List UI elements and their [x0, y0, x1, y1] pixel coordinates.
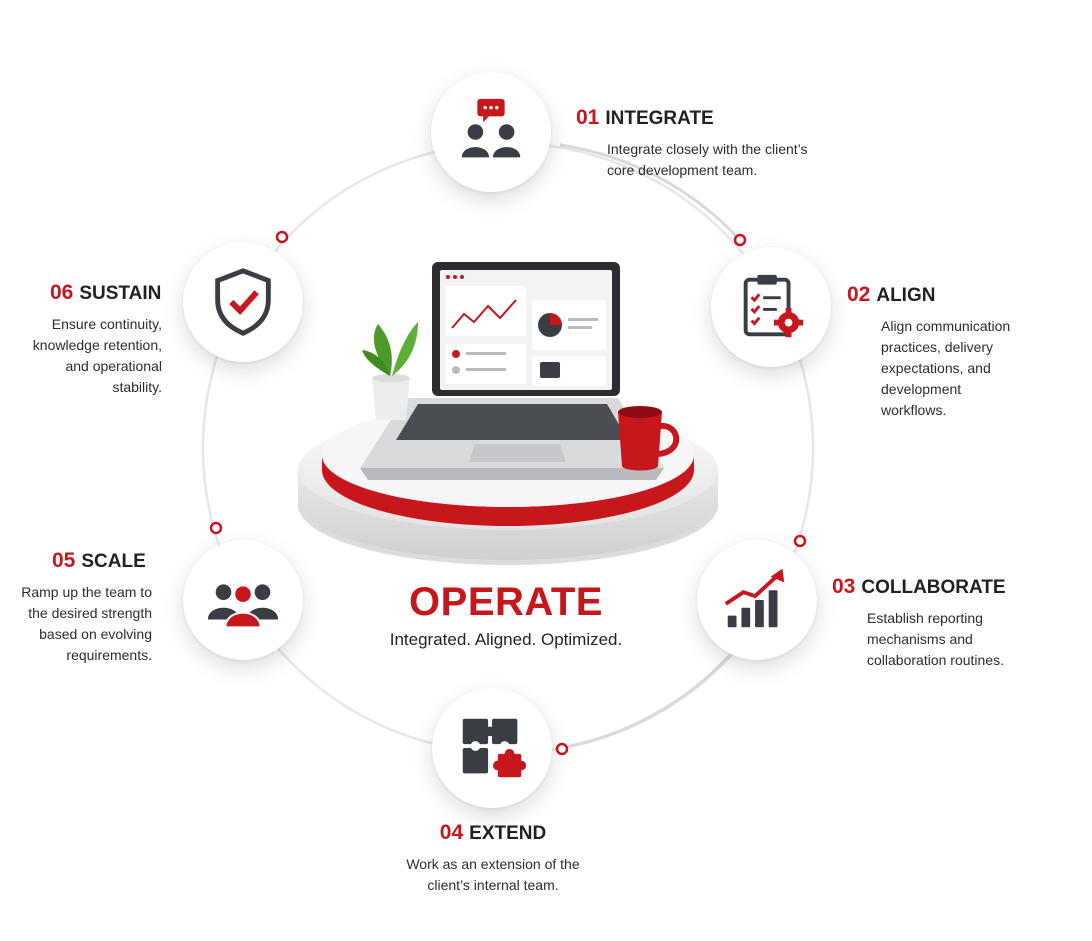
step-04-title: EXTEND [469, 823, 547, 844]
ring-arc-collaborate-extend [559, 653, 732, 750]
step-06-number: 06 [50, 281, 74, 304]
step-02-node [711, 247, 831, 367]
center-subtitle: Integrated. Aligned. Optimized. [389, 630, 623, 649]
group-icon [207, 584, 279, 629]
step-01-number: 01 [576, 106, 600, 129]
shield-check-icon [215, 268, 271, 336]
step-06-description: Ensure continuity, knowledge retention, … [32, 316, 162, 395]
step-02-number: 02 [847, 283, 871, 306]
step-05-node [183, 540, 303, 660]
center-title: OPERATE [409, 580, 603, 624]
step-03-number: 03 [832, 575, 856, 598]
step-01-node [431, 72, 551, 192]
step-04-number: 04 [439, 821, 464, 844]
step-06-node [183, 242, 303, 362]
ring-marker-5 [275, 230, 289, 244]
step-03-title: COLLABORATE [861, 577, 1006, 598]
ring-marker-3 [555, 742, 569, 756]
step-05-description: Ramp up the team to the desired strength… [21, 584, 152, 663]
step-04-description: Work as an extension of the client’s int… [406, 856, 580, 893]
step-02-title: ALIGN [876, 285, 936, 306]
step-02-description: Align communication practices, delivery … [881, 318, 1011, 418]
ring-arc-integrate-align [559, 143, 742, 242]
step-06-title: SUSTAIN [79, 283, 162, 304]
team-chat-icon [461, 98, 521, 158]
ring-marker-4 [209, 521, 223, 535]
clipboard-gear-icon [743, 274, 804, 338]
growth-chart-icon [724, 568, 785, 628]
step-01-title: INTEGRATE [605, 108, 714, 129]
step-05-title: SCALE [81, 551, 146, 572]
step-04-node [432, 688, 552, 808]
step-03-node [697, 540, 817, 660]
step-01-description: Integrate closely with the client’s core… [607, 141, 808, 178]
ring-marker-1 [733, 233, 747, 247]
puzzle-icon [462, 718, 527, 778]
step-03-description: Establish reporting mechanisms and colla… [867, 610, 1004, 668]
step-05-number: 05 [52, 549, 76, 572]
ring-marker-2 [793, 534, 807, 548]
